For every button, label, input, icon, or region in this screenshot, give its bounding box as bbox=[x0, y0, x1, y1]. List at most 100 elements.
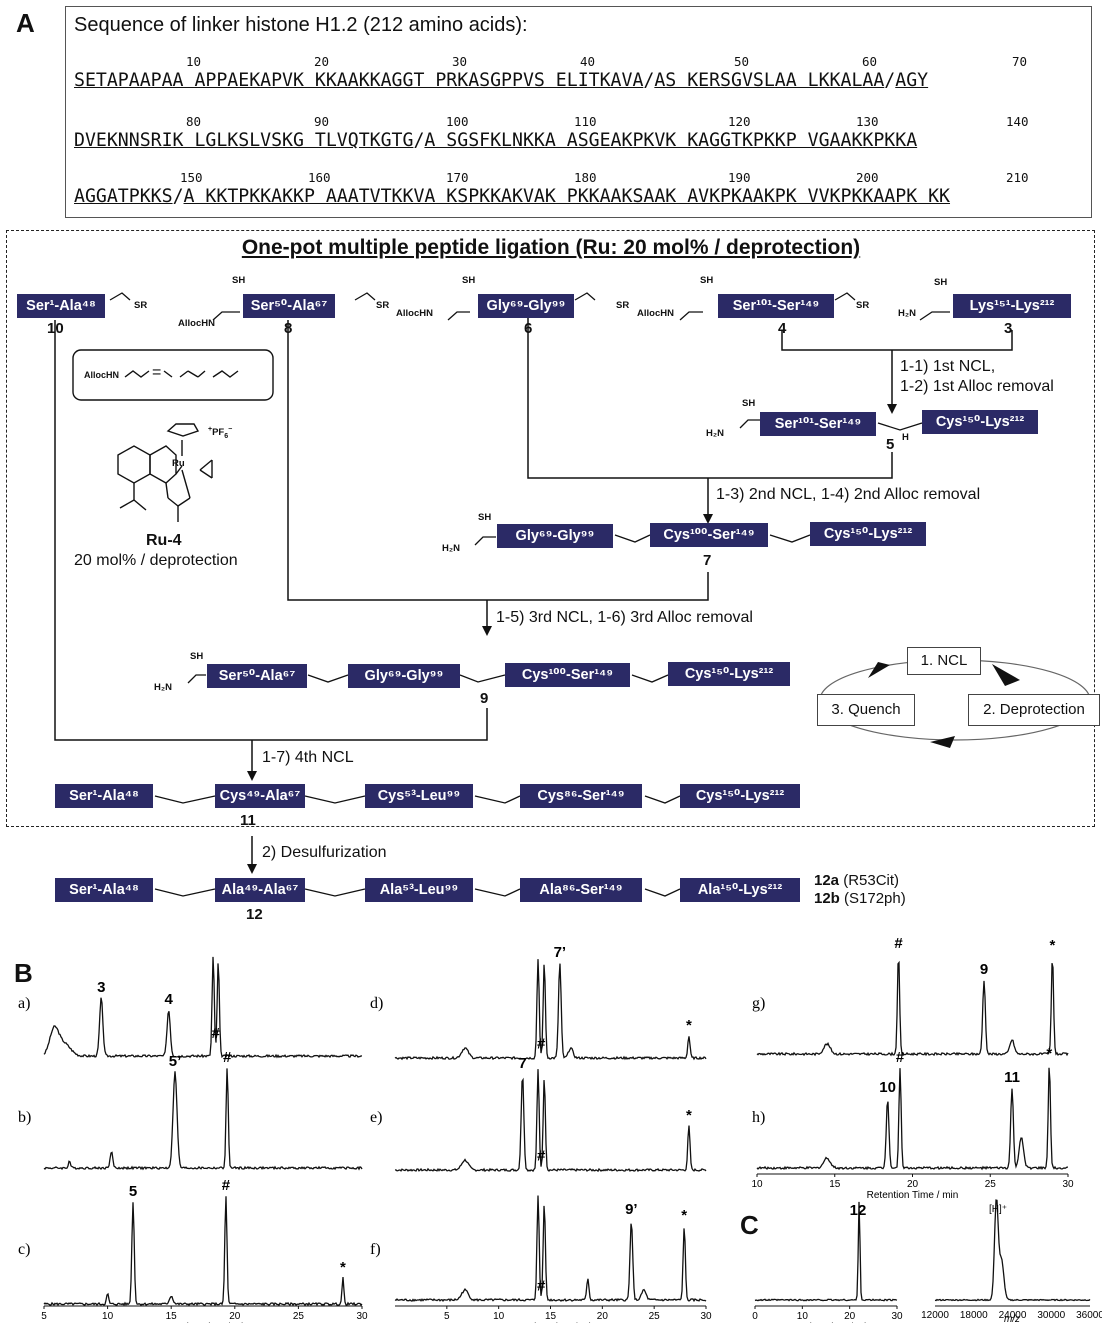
sequence-line: AGGATPKKS/A KKTPKKAKKP AAATVTKKVA KSPKKA… bbox=[74, 186, 950, 207]
peptide-11d: Cys⁸⁶-Ser¹⁴⁹ bbox=[520, 784, 642, 808]
peptide-5a: Ser¹⁰¹-Ser¹⁴⁹ bbox=[760, 412, 876, 436]
compound-7: 7 bbox=[703, 552, 712, 569]
sr-8: SR bbox=[376, 300, 390, 311]
peak-label: 10 bbox=[879, 1079, 896, 1096]
axis-mid-tick-label: 15 bbox=[545, 1311, 557, 1322]
ligation-site-slash: / bbox=[643, 70, 655, 91]
peptide-6: Gly⁶⁹-Gly⁹⁹ bbox=[478, 294, 574, 318]
pf6-text: PF bbox=[212, 427, 225, 439]
sequence-position-number: 150 bbox=[180, 170, 203, 185]
peptide-9d: Cys¹⁵⁰-Lys²¹² bbox=[668, 662, 790, 686]
alloc-legend-equals: = bbox=[152, 364, 162, 381]
peptide-12d: Ala⁸⁶-Ser¹⁴⁹ bbox=[520, 878, 642, 902]
peak-label: 3 bbox=[97, 979, 105, 996]
peak-label-12: 12 bbox=[850, 1202, 867, 1219]
sequence-position-number: 160 bbox=[308, 170, 331, 185]
axis-left-tick-label: 25 bbox=[293, 1311, 305, 1322]
pf6-sub: 6 bbox=[224, 433, 229, 441]
peak-label: * bbox=[681, 1207, 687, 1224]
ligation-site-slash: / bbox=[413, 130, 425, 151]
peak-label: 7’ bbox=[554, 944, 567, 961]
sequence-segment: A KKTPKKAKKP AAATVTKKVA KSPKKAKVAK PKKAA… bbox=[183, 186, 951, 207]
sequence-box bbox=[65, 6, 1092, 218]
peak-label: * bbox=[1050, 937, 1056, 954]
sh-6: SH bbox=[462, 275, 476, 286]
peptide-12e: Ala¹⁵⁰-Lys²¹² bbox=[680, 878, 800, 902]
trace-label: e) bbox=[370, 1109, 382, 1126]
peptide-5b: Cys¹⁵⁰-Lys²¹² bbox=[922, 410, 1038, 434]
peak-label: 9 bbox=[980, 961, 988, 978]
axis-c-hplc-tick-label: 10 bbox=[797, 1311, 809, 1322]
variant-12b-id: 12b bbox=[814, 890, 840, 907]
step-1-2: 1-2) 1st Alloc removal bbox=[900, 378, 1054, 395]
sequence-position-number: 90 bbox=[314, 114, 330, 129]
peak-label: * bbox=[686, 1107, 692, 1124]
panel-a-letter: A bbox=[16, 8, 35, 38]
axis-right-tick-label: 30 bbox=[1062, 1179, 1074, 1190]
sequence-position-number: 100 bbox=[446, 114, 469, 129]
sequence-position-number: 210 bbox=[1006, 170, 1029, 185]
h2n-9: H₂N bbox=[154, 682, 172, 693]
sh-9: SH bbox=[190, 651, 204, 662]
compound-10: 10 bbox=[47, 320, 64, 337]
sequence-position-number: 10 bbox=[186, 54, 202, 69]
peak-label: # bbox=[537, 1277, 546, 1294]
peptide-4: Ser¹⁰¹-Ser¹⁴⁹ bbox=[718, 294, 834, 318]
axis-left-tick-label: 30 bbox=[356, 1311, 368, 1322]
pf6-plus: + bbox=[208, 426, 213, 433]
sequence-position-number: 60 bbox=[862, 54, 878, 69]
peptide-9a: Ser⁵⁰-Ala⁶⁷ bbox=[207, 664, 307, 688]
axis-mid-tick-label: 20 bbox=[597, 1311, 609, 1322]
trace-label: a) bbox=[18, 995, 30, 1012]
panel-c-letter: C bbox=[740, 1210, 759, 1240]
trace-label: f) bbox=[370, 1241, 381, 1258]
sequence-segment: AGGATPKKS bbox=[74, 186, 173, 207]
axis-right-xlabel: Retention Time / min bbox=[867, 1190, 959, 1201]
peptide-11b: Cys⁴⁹-Ala⁶⁷ bbox=[215, 784, 305, 808]
peak-label: 11 bbox=[1004, 1069, 1020, 1086]
peptide-8: Ser⁵⁰-Ala⁶⁷ bbox=[243, 294, 335, 318]
peak-label: * bbox=[340, 1259, 346, 1276]
peptide-12a: Ser¹-Ala⁴⁸ bbox=[55, 878, 153, 902]
hplc-trace-12 bbox=[754, 1201, 898, 1302]
alloc-legend-box bbox=[72, 349, 274, 401]
peptide-7c: Cys¹⁵⁰-Lys²¹² bbox=[810, 522, 926, 546]
sequence-position-number: 180 bbox=[574, 170, 597, 185]
peak-label: # bbox=[223, 1049, 232, 1066]
peptide-11e: Cys¹⁵⁰-Lys²¹² bbox=[680, 784, 800, 808]
sequence-position-number: 30 bbox=[452, 54, 468, 69]
h2n-3: H₂N bbox=[898, 308, 916, 319]
axis-ms-xlabel: m/z bbox=[1004, 1314, 1020, 1323]
sequence-line: DVEKNNSRIK LGLKSLVSKG TLVQTKGTG/A SGSFKL… bbox=[74, 130, 917, 151]
peak-label: 5 bbox=[129, 1183, 137, 1200]
catalyst-loading: 20 mol% / deprotection bbox=[74, 552, 238, 569]
peptide-12c: Ala⁵³-Leu⁹⁹ bbox=[365, 878, 473, 902]
sequence-position-number: 140 bbox=[1006, 114, 1029, 129]
scheme-title: One-pot multiple peptide ligation (Ru: 2… bbox=[241, 236, 861, 259]
trace-label: c) bbox=[18, 1241, 30, 1258]
chromatogram-trace bbox=[394, 959, 707, 1061]
trace-label: d) bbox=[370, 995, 383, 1012]
axis-mid-tick-label: 30 bbox=[700, 1311, 712, 1322]
sequence-position-number: 80 bbox=[186, 114, 202, 129]
compound-3: 3 bbox=[1004, 320, 1013, 337]
peak-label: # bbox=[537, 1147, 546, 1164]
alloc-8: AllocHN bbox=[178, 318, 215, 329]
axis-ms-tick-label: 36000 bbox=[1076, 1310, 1102, 1321]
alloc-4: AllocHN bbox=[637, 308, 674, 319]
trace-label: h) bbox=[752, 1109, 765, 1126]
peak-label: # bbox=[896, 1049, 905, 1066]
axis-mid-tick-label: 25 bbox=[649, 1311, 661, 1322]
sequence-position-number: 200 bbox=[856, 170, 879, 185]
peak-label: # bbox=[222, 1177, 231, 1194]
variant-12a-id: 12a bbox=[814, 872, 840, 889]
axis-ms-tick-label: 24000 bbox=[999, 1310, 1027, 1321]
chromatogram-trace bbox=[394, 1069, 707, 1173]
sequence-position-number: 130 bbox=[856, 114, 879, 129]
sequence-position-number: 50 bbox=[734, 54, 750, 69]
axis-ms-tick-label: 12000 bbox=[921, 1310, 949, 1321]
peptide-3: Lys¹⁵¹-Lys²¹² bbox=[953, 294, 1071, 318]
axis-right-tick-label: 25 bbox=[985, 1179, 997, 1190]
axis-left-tick-label: 20 bbox=[229, 1311, 241, 1322]
sequence-position-number: 170 bbox=[446, 170, 469, 185]
